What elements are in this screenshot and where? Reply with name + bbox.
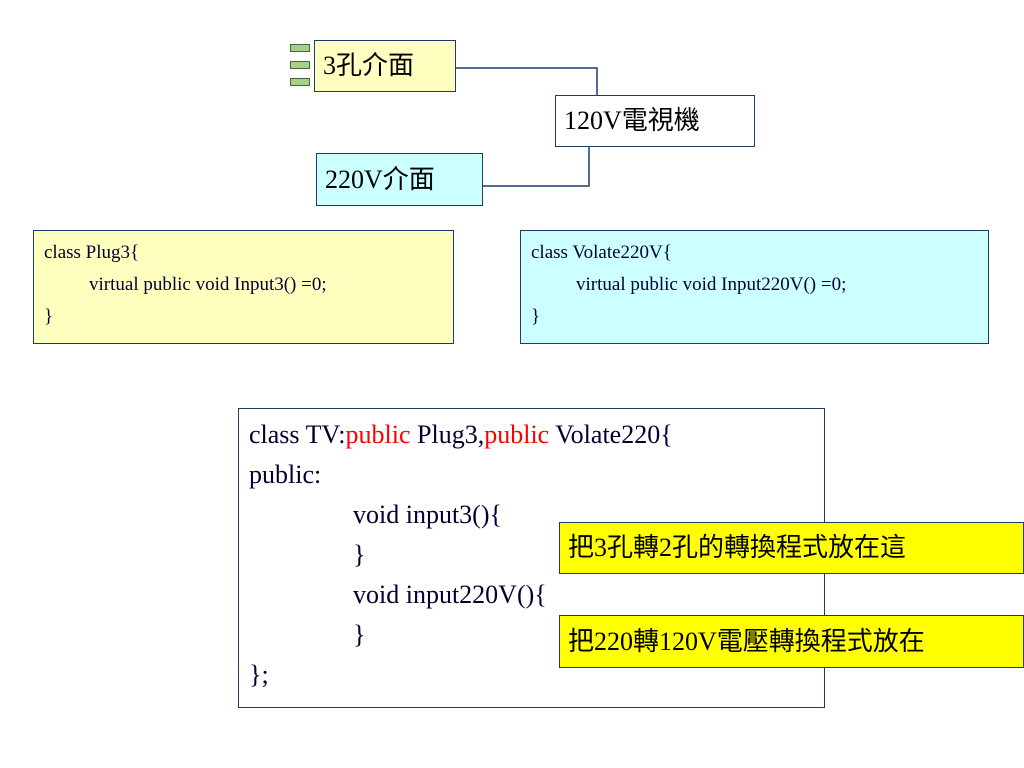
note-220v-conversion: 把220轉120V電壓轉換程式放在	[559, 615, 1024, 668]
keyword-public: public	[345, 420, 411, 449]
code-box-plug3: class Plug3{ virtual public void Input3(…	[33, 230, 454, 344]
code-line: }	[353, 540, 366, 569]
v220-interface-box: 220V介面	[316, 153, 483, 206]
code-line: virtual public void Input3() =0;	[89, 274, 327, 295]
plug3-interface-label: 3孔介面	[323, 51, 415, 80]
keyword-public: public	[484, 420, 550, 449]
note-text: 把3孔轉2孔的轉換程式放在這	[568, 533, 907, 562]
code-line: class Volate220V{	[531, 242, 672, 263]
connector-220v-to-tv	[483, 147, 590, 187]
code-line: };	[249, 660, 269, 689]
code-text: class TV:	[249, 420, 346, 449]
code-line-class-decl: class TV:public Plug3,public Volate220{	[249, 415, 814, 455]
tv-component-box: 120V電視機	[555, 95, 755, 147]
code-text: Plug3,	[410, 420, 485, 449]
code-line: }	[531, 306, 541, 327]
tv-component-label: 120V電視機	[564, 106, 700, 135]
plug3-interface-box: 3孔介面	[314, 40, 456, 92]
note-3hole-conversion: 把3孔轉2孔的轉換程式放在這	[559, 522, 1024, 574]
code-line: void input220V(){	[353, 580, 547, 609]
code-line: void input3(){	[353, 500, 502, 529]
code-text: Volate220{	[549, 420, 673, 449]
note-text: 把220轉120V電壓轉換程式放在	[568, 626, 925, 656]
v220-interface-label: 220V介面	[325, 164, 435, 194]
code-line: virtual public void Input220V() =0;	[576, 274, 847, 295]
code-line: class Plug3{	[44, 242, 140, 263]
code-box-volate220v: class Volate220V{ virtual public void In…	[520, 230, 989, 344]
code-line: public:	[249, 460, 322, 489]
code-line: }	[44, 306, 54, 327]
connector-plug3-to-tv	[456, 67, 598, 95]
code-line: }	[353, 620, 366, 649]
